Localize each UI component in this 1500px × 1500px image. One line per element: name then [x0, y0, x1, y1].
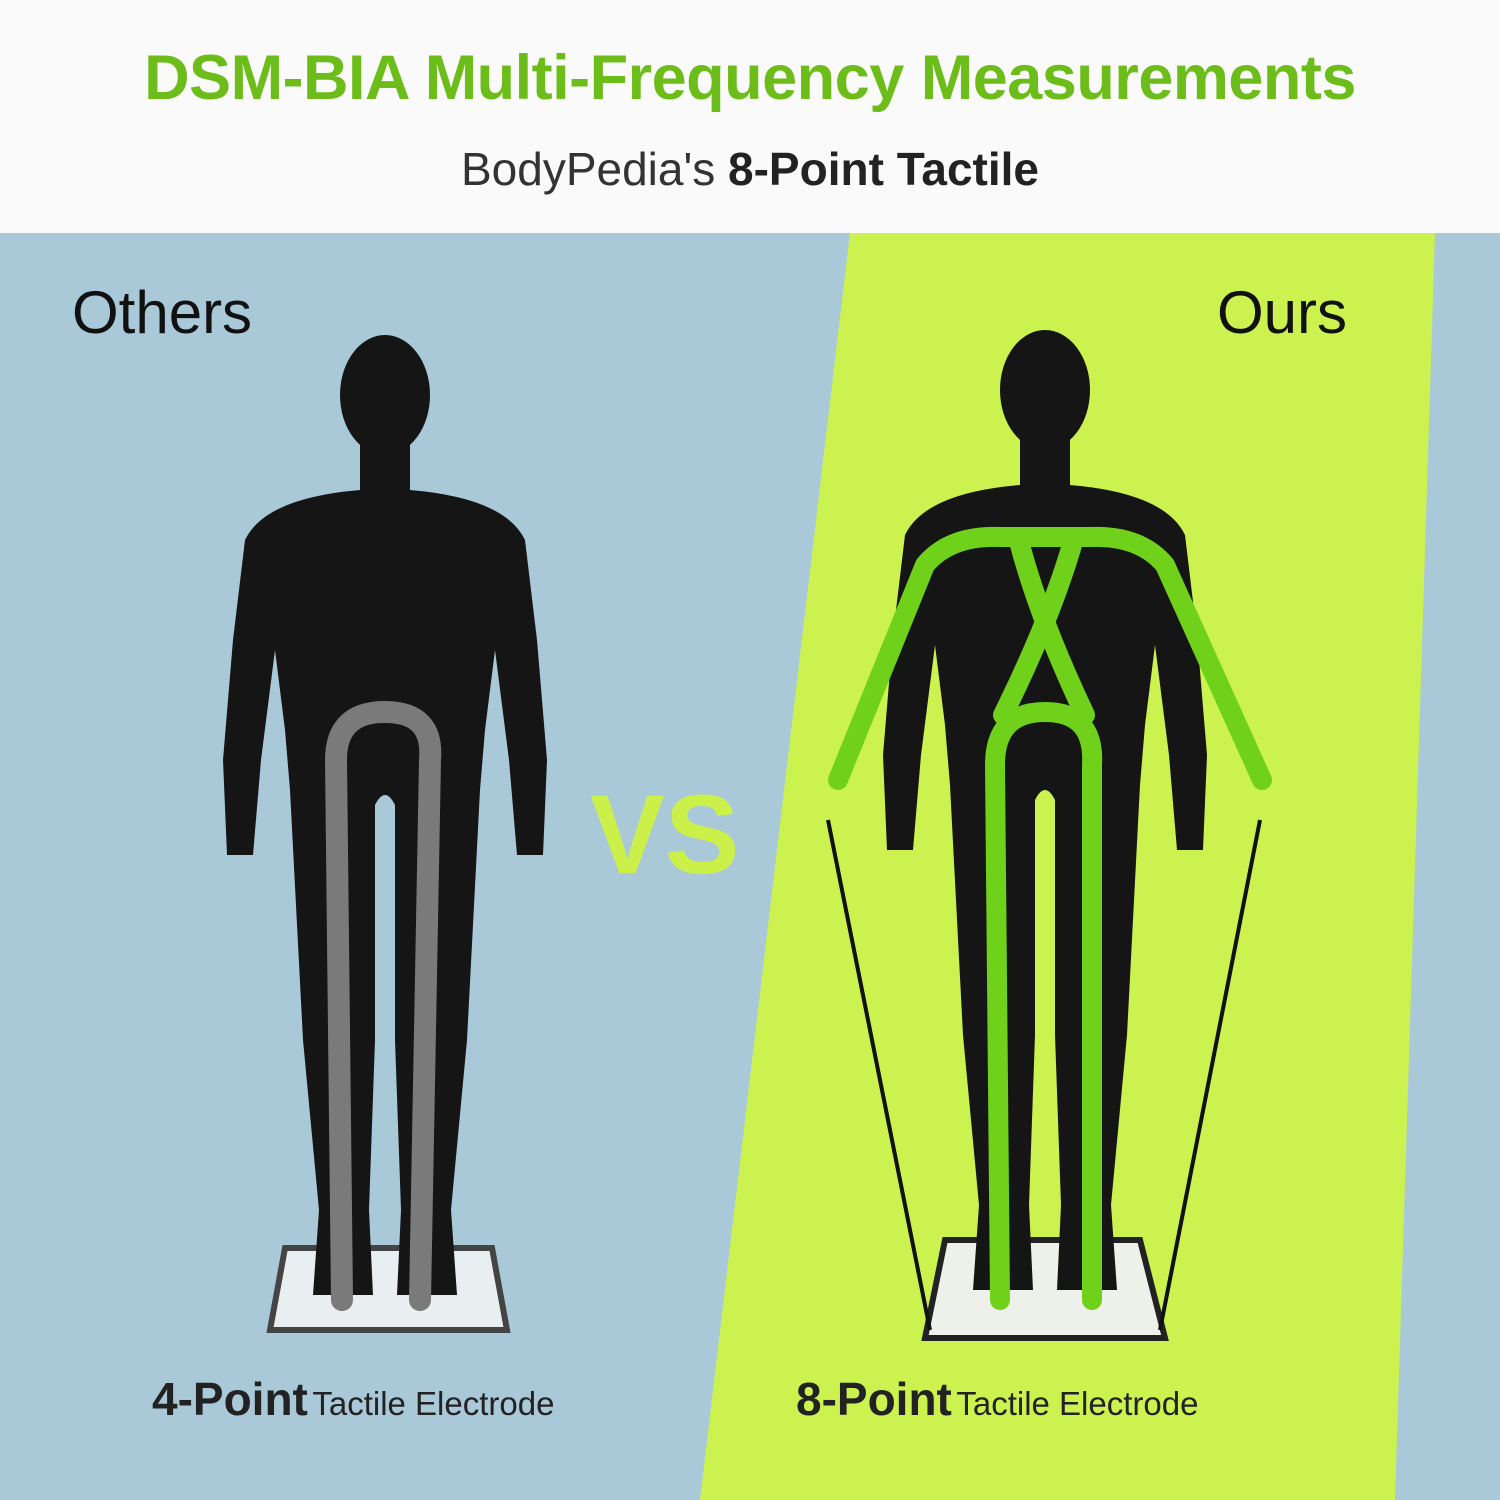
others-label: Others — [72, 279, 253, 346]
header: DSM-BIA Multi-Frequency Measurements Bod… — [0, 0, 1500, 233]
ours-label: Ours — [1217, 279, 1348, 346]
comparison-illustration — [0, 233, 1500, 1500]
left-caption-points: 4-Point — [152, 1373, 308, 1425]
right-electrode-wire — [1158, 819, 1262, 1331]
left-scale — [266, 1245, 511, 1333]
subtitle: BodyPedia's 8-Point Tactile — [0, 142, 1500, 196]
right-caption-points: 8-Point — [796, 1373, 952, 1425]
left-caption-text: Tactile Electrode — [312, 1385, 555, 1422]
subtitle-brand: BodyPedia's — [460, 143, 716, 195]
page-title: DSM-BIA Multi-Frequency Measurements — [144, 43, 1356, 113]
left-current-path — [324, 700, 442, 1311]
left-caption: 4-Point Tactile Electrode — [152, 1372, 554, 1426]
right-current-paths — [828, 526, 1272, 1310]
right-caption: 8-Point Tactile Electrode — [796, 1372, 1198, 1426]
right-scale — [921, 1237, 1169, 1341]
left-electrode-wire — [826, 819, 932, 1331]
vs-label: VS — [590, 772, 740, 897]
subtitle-bold: 8-Point Tactile — [728, 143, 1040, 195]
right-caption-text: Tactile Electrode — [956, 1385, 1199, 1422]
